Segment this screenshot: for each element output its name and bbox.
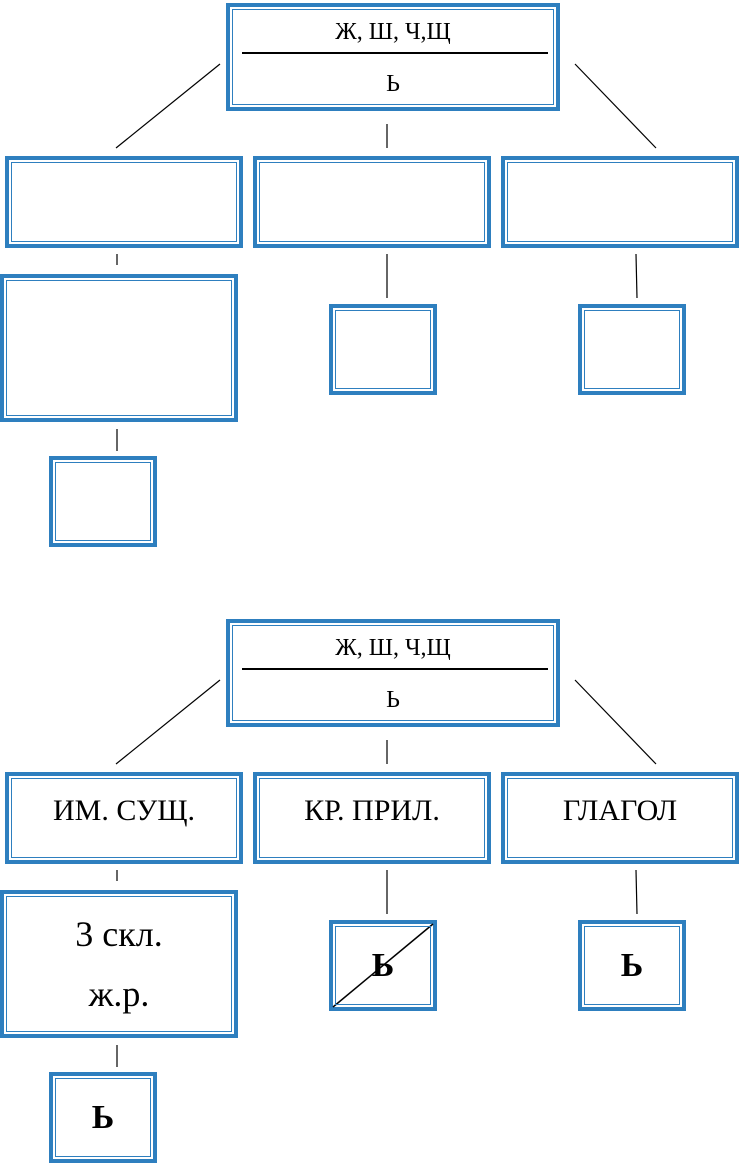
- category-label-verb: ГЛАГОЛ: [562, 794, 678, 827]
- filled-diagram: Ж, Ш, Ч,Щ Ь ИМ. СУЩ. КР. ПРИЛ. ГЛАГОЛ 3 …: [0, 616, 740, 1176]
- category-box-verb: [501, 156, 739, 248]
- noun-sign-box: Ь: [49, 1072, 157, 1163]
- adjective-sign-box: [329, 304, 437, 395]
- root-soft-sign: Ь: [386, 71, 400, 97]
- connector-lines: [115, 63, 657, 451]
- noun-sign-label: Ь: [91, 1098, 115, 1136]
- root-divider: [242, 668, 548, 670]
- root-box: Ж, Ш, Ч,Щ Ь: [226, 619, 560, 727]
- connector-root-right: [574, 63, 657, 149]
- connector-lines: [115, 679, 657, 1067]
- noun-class-text: 3 скл. ж.р.: [4, 894, 234, 1034]
- root-box: Ж, Ш, Ч,Щ Ь: [226, 3, 560, 111]
- category-label: [257, 160, 487, 244]
- root-soft-sign: Ь: [386, 687, 400, 713]
- noun-declension: 3 скл.: [75, 914, 163, 954]
- empty-diagram: Ж, Ш, Ч,Щ Ь: [0, 0, 740, 560]
- verb-sign-box: [578, 304, 686, 395]
- category-label: [505, 160, 735, 244]
- connector-root-left: [115, 679, 221, 765]
- noun-gender: ж.р.: [88, 974, 150, 1014]
- sign-label: [53, 460, 153, 543]
- sign-label: [582, 308, 682, 391]
- noun-class-text: [4, 278, 234, 418]
- category-label-noun: ИМ. СУЩ.: [53, 794, 195, 827]
- connector-verb-sign: [635, 253, 638, 299]
- sign-label: [333, 308, 433, 391]
- noun-class-box: 3 скл. ж.р.: [0, 890, 238, 1038]
- category-label-short-adjective: КР. ПРИЛ.: [304, 794, 440, 827]
- verb-sign-box: Ь: [578, 920, 686, 1011]
- noun-sign-box: [49, 456, 157, 547]
- category-box-noun: ИМ. СУЩ.: [5, 772, 243, 864]
- noun-class-box: [0, 274, 238, 422]
- strike-line: [332, 923, 434, 1008]
- strike-through-line: [332, 923, 434, 1008]
- root-letters: Ж, Ш, Ч,Щ: [335, 19, 451, 45]
- category-label: [9, 160, 239, 244]
- category-box-short-adjective: [253, 156, 491, 248]
- root-divider: [242, 52, 548, 54]
- connector-root-left: [115, 63, 221, 149]
- category-box-noun: [5, 156, 243, 248]
- connector-root-right: [574, 679, 657, 765]
- connector-verb-sign: [635, 869, 638, 915]
- category-box-verb: ГЛАГОЛ: [501, 772, 739, 864]
- category-box-short-adjective: КР. ПРИЛ.: [253, 772, 491, 864]
- adjective-sign-box: Ь: [329, 920, 437, 1011]
- verb-sign-label: Ь: [620, 946, 644, 984]
- root-letters: Ж, Ш, Ч,Щ: [335, 635, 451, 661]
